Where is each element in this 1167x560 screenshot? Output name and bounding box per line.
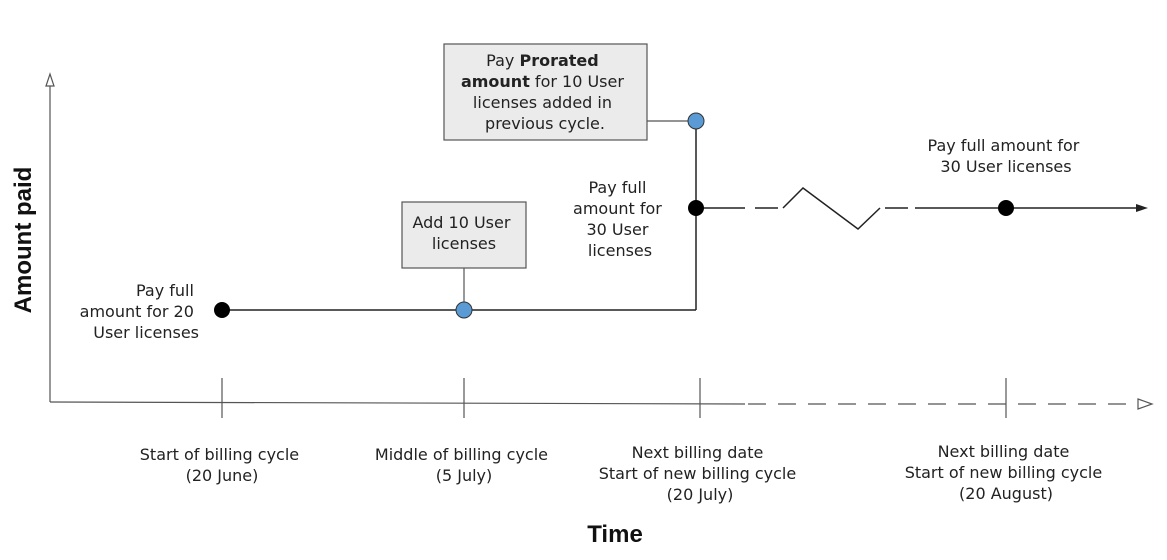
y-axis-arrowhead: [45, 72, 55, 87]
point-future-payment: [998, 200, 1014, 216]
y-axis-title: Amount paid: [10, 167, 37, 314]
tick-label-next-billing-july: Next billing date Start of new billing c…: [599, 443, 802, 504]
point-add-licenses: [455, 301, 473, 319]
tick-label-next-billing-august: Next billing date Start of new billing c…: [905, 442, 1108, 503]
future-payment-label: Pay full amount for 30 User licenses: [928, 136, 1085, 176]
add-licenses-box: [401, 201, 527, 269]
new-cycle-payment-label: Pay full amount for 30 User licenses: [573, 178, 667, 260]
x-axis: [49, 401, 746, 405]
prorated-payment-box: [443, 43, 648, 141]
payment-line-arrowhead: [1136, 204, 1148, 212]
time-break-zigzag: [782, 187, 881, 230]
x-axis-arrowhead: [1137, 398, 1154, 410]
prorated-payment-text: Pay Prorated amount for 10 User licenses…: [461, 51, 629, 133]
tick-label-middle: Middle of billing cycle (5 July): [375, 445, 553, 485]
start-payment-label: Pay full amount for 20 User licenses: [80, 281, 199, 342]
tick-label-start: Start of billing cycle (20 June): [140, 445, 304, 485]
point-new-cycle-payment: [688, 200, 704, 216]
x-axis-title: Time: [587, 521, 643, 548]
point-prorated-payment: [687, 112, 705, 130]
add-licenses-text: Add 10 User licenses: [412, 213, 515, 253]
point-start-payment: [214, 302, 230, 318]
